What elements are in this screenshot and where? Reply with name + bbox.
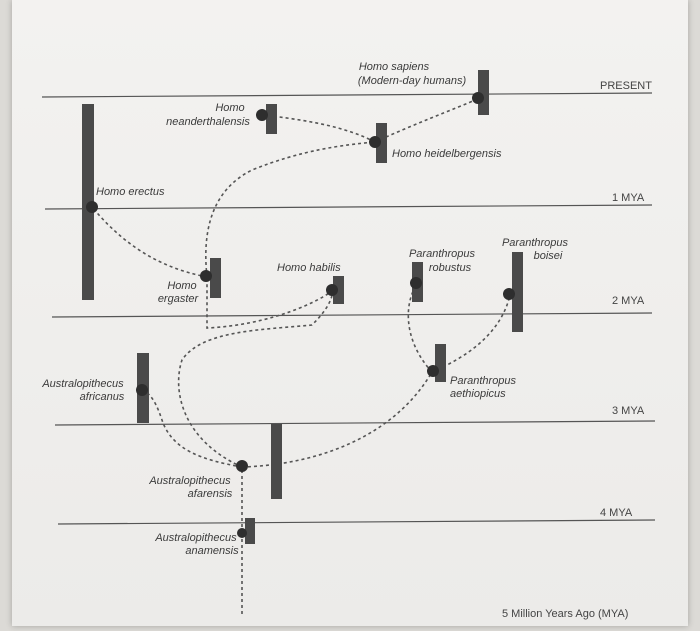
hominin-evolution-diagram: PRESENT 1 MYA 2 MYA 3 MYA 4 MYA 5 Millio… bbox=[41, 61, 656, 620]
heidel-sapiens-path bbox=[374, 97, 481, 143]
ergaster-node bbox=[200, 270, 212, 282]
habilis-ergaster-path bbox=[206, 277, 334, 329]
habilis-bar bbox=[333, 276, 344, 304]
erectus-node bbox=[86, 201, 98, 213]
ergaster-label-2: ergaster bbox=[158, 293, 200, 305]
sapiens-node bbox=[472, 92, 484, 104]
mya1-line bbox=[44, 204, 653, 210]
ergaster-label-1: Homo bbox=[167, 280, 196, 292]
neander-label-1: Homo bbox=[215, 102, 244, 114]
sapiens-bar bbox=[478, 70, 489, 115]
mya5-label: 5 Million Years Ago (MYA) bbox=[502, 608, 628, 620]
boisei-node bbox=[503, 288, 515, 300]
afarensis-bar bbox=[271, 424, 282, 499]
aethiopicus-node bbox=[427, 365, 439, 377]
mya1-label: 1 MYA bbox=[612, 192, 645, 204]
neander-label-2: neanderthalensis bbox=[166, 116, 250, 128]
neander-bar bbox=[266, 104, 277, 134]
habilis-label: Homo habilis bbox=[277, 262, 341, 274]
robustus-label-1: Paranthropus bbox=[409, 248, 476, 260]
afarensis-label-1: Australopithecus bbox=[148, 475, 231, 487]
present-label: PRESENT bbox=[600, 80, 652, 92]
present-line bbox=[41, 92, 653, 98]
ergaster-bar bbox=[210, 258, 221, 298]
aethiopicus-label-1: Paranthropus bbox=[450, 375, 517, 387]
anamensis-label-2: anamensis bbox=[185, 545, 239, 557]
africanus-label-1: Australopithecus bbox=[41, 378, 124, 390]
mya3-label: 3 MYA bbox=[612, 405, 645, 417]
heidel-node bbox=[369, 136, 381, 148]
mya4-line bbox=[57, 519, 656, 525]
boisei-bar bbox=[512, 252, 523, 332]
afarensis-africanus-path bbox=[142, 389, 243, 468]
boisei-label-1: Paranthropus bbox=[502, 237, 569, 249]
aethiopicus-bar bbox=[435, 344, 446, 382]
mya3-line bbox=[54, 420, 656, 426]
anamensis-bar bbox=[245, 518, 255, 544]
sapiens-label-2: (Modern-day humans) bbox=[358, 75, 467, 87]
mya4-label: 4 MYA bbox=[600, 507, 633, 519]
heidel-label: Homo heidelbergensis bbox=[392, 148, 502, 160]
mya2-label: 2 MYA bbox=[612, 295, 645, 307]
sapiens-label-1: Homo sapiens bbox=[359, 61, 430, 73]
afarensis-label-2: afarensis bbox=[188, 488, 233, 500]
ergaster-erectus-path bbox=[91, 206, 208, 278]
aethiopicus-label-2: aethiopicus bbox=[450, 388, 506, 400]
robustus-node bbox=[410, 277, 422, 289]
anamensis-node bbox=[237, 528, 247, 538]
anamensis-label-1: Australopithecus bbox=[154, 532, 237, 544]
lineage-paths bbox=[91, 97, 511, 614]
mya2-line bbox=[51, 312, 653, 318]
heidel-neander-path bbox=[264, 114, 376, 143]
heidel-bar bbox=[376, 123, 387, 163]
afarensis-ergaster-path bbox=[177, 289, 334, 468]
robustus-label-2: robustus bbox=[429, 262, 472, 274]
erectus-label: Homo erectus bbox=[96, 186, 165, 198]
afarensis-node bbox=[236, 460, 248, 472]
boisei-label-2: boisei bbox=[534, 250, 563, 262]
neander-node bbox=[256, 109, 268, 121]
species-nodes bbox=[86, 92, 515, 538]
africanus-node bbox=[136, 384, 148, 396]
afarensis-aethiopicus-path bbox=[241, 371, 433, 468]
africanus-label-2: africanus bbox=[80, 391, 125, 403]
erectus-bar bbox=[82, 104, 94, 300]
diagram-page: PRESENT 1 MYA 2 MYA 3 MYA 4 MYA 5 Millio… bbox=[12, 0, 688, 626]
habilis-node bbox=[326, 284, 338, 296]
species-bars bbox=[82, 70, 523, 544]
ergaster-heidel-path bbox=[205, 141, 376, 278]
